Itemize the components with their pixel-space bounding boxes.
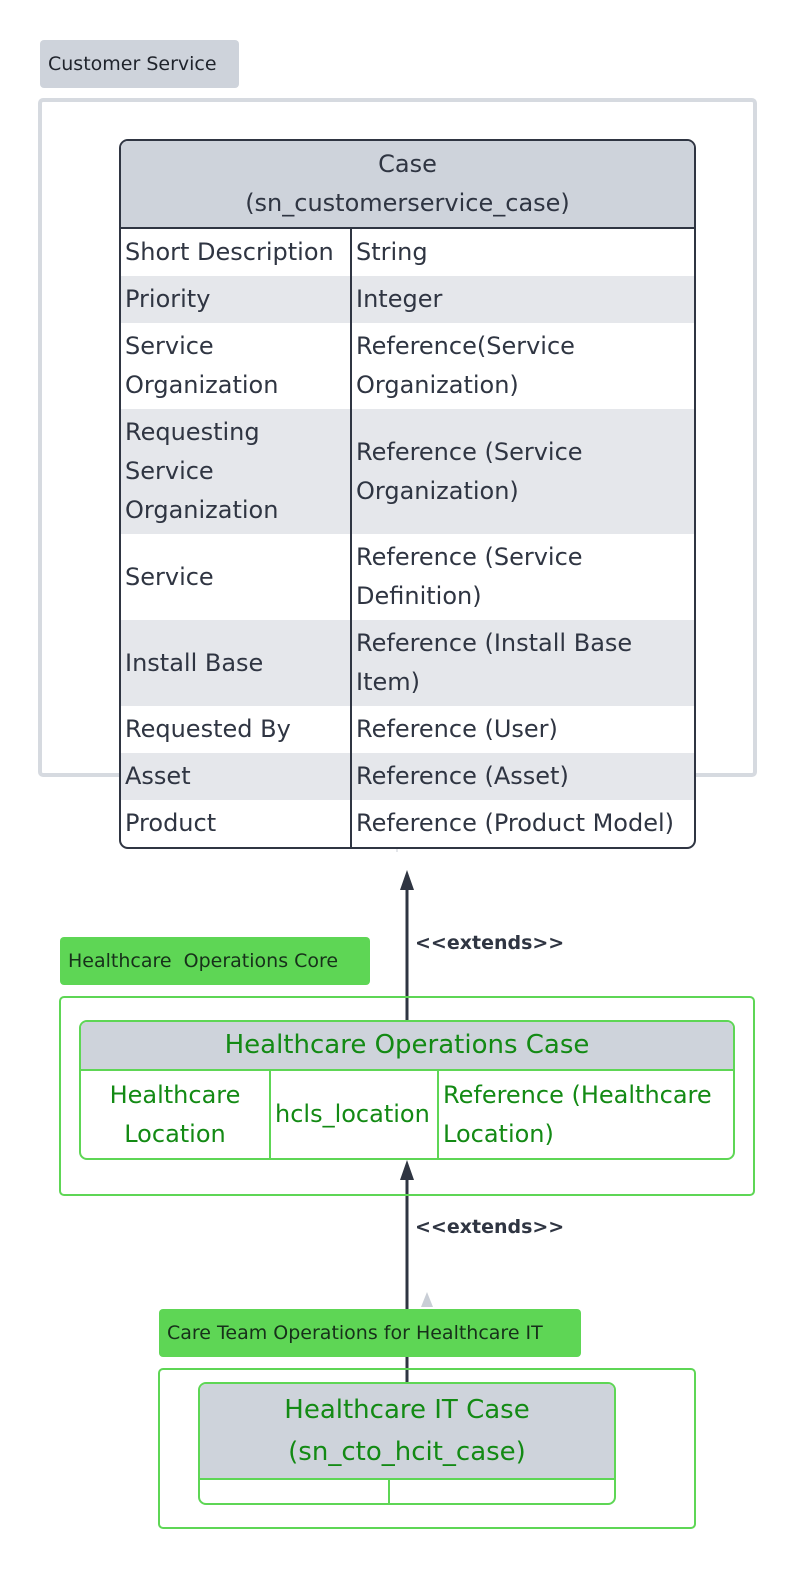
field-name: Asset [121, 753, 352, 800]
customer-service-package-label-text: Customer Service [48, 53, 217, 75]
healthcare-operations-case-title: Healthcare Operations Case [224, 1030, 590, 1060]
field-name: Product [121, 800, 352, 847]
field-type-text: Reference (Healthcare Location) [443, 1080, 712, 1148]
healthcare-it-case-table-name: (sn_cto_hcit_case) [288, 1437, 526, 1467]
field-name: Service [121, 534, 352, 620]
table-row: Asset Reference (Asset) [121, 753, 694, 800]
field-name: hcls_location [271, 1071, 439, 1158]
field-type: Reference(Service Organization) [356, 332, 575, 399]
case-entity-title: Case [378, 150, 437, 178]
field-name: Requested By [121, 706, 352, 753]
field-name-text: hcls_location [275, 1100, 430, 1128]
extends-arrowhead-2 [400, 1160, 414, 1180]
field-name: Priority [121, 276, 352, 323]
field-type: String [356, 238, 428, 266]
healthcare-operations-case-row: Healthcare Location hcls_location Refere… [81, 1071, 733, 1158]
healthcare-operations-case-entity[interactable]: Healthcare Operations Case Healthcare Lo… [79, 1020, 735, 1160]
table-row: Service Organization Reference(Service O… [121, 323, 694, 409]
table-row: Product Reference (Product Model) [121, 800, 694, 847]
healthcare-it-case-entity[interactable]: Healthcare IT Case (sn_cto_hcit_case) [198, 1382, 616, 1505]
field-label-text: Healthcare Location [109, 1080, 241, 1148]
healthcare-it-case-empty-row [200, 1480, 614, 1503]
column-divider [388, 1480, 390, 1503]
customer-service-package-label: Customer Service [40, 40, 239, 88]
faint-arrowhead [421, 1292, 433, 1307]
healthcare-ops-core-package-label-text: Healthcare Operations Core [68, 950, 339, 972]
field-type: Reference (Install Base Item) [351, 620, 694, 706]
care-team-ops-package-label: Care Team Operations for Healthcare IT [159, 1309, 581, 1357]
table-row: Requesting Service Organization Referenc… [121, 409, 694, 534]
field-type: Reference (User) [356, 715, 558, 743]
field-name: Install Base [121, 620, 352, 706]
field-type: Reference (Service Organization) [351, 409, 694, 534]
care-team-ops-package-frame [158, 1368, 696, 1529]
field-type: Reference (Healthcare Location) [439, 1071, 733, 1158]
healthcare-operations-case-header: Healthcare Operations Case [81, 1022, 733, 1071]
case-entity-table-name: (sn_customerservice_case) [245, 189, 570, 217]
field-name: Short Description [121, 228, 352, 276]
table-row: Priority Integer [121, 276, 694, 323]
field-type: Reference (Product Model) [356, 809, 675, 837]
field-name: Requesting Service Organization [121, 409, 352, 534]
extends-arrowhead-1 [400, 870, 414, 890]
healthcare-ops-core-package-label: Healthcare Operations Core [60, 937, 370, 985]
field-name: Service Organization [121, 323, 352, 409]
healthcare-it-case-title: Healthcare IT Case [284, 1395, 530, 1425]
healthcare-it-case-header: Healthcare IT Case (sn_cto_hcit_case) [200, 1384, 614, 1480]
case-entity-header: Case (sn_customerservice_case) [121, 141, 694, 229]
extends-label-1: <<extends>> [415, 932, 565, 954]
table-row: Service Reference (Service Definition) [121, 534, 694, 620]
extends-label-2: <<extends>> [415, 1216, 565, 1238]
field-type: Reference (Asset) [351, 753, 694, 800]
field-type: Reference (Service Definition) [356, 543, 583, 610]
table-row: Requested By Reference (User) [121, 706, 694, 753]
field-type: Integer [351, 276, 694, 323]
case-entity[interactable]: Case (sn_customerservice_case) Short Des… [119, 139, 696, 849]
field-label: Healthcare Location [81, 1071, 271, 1158]
healthcare-ops-core-package-frame [59, 996, 755, 1196]
table-row: Short Description String [121, 228, 694, 276]
care-team-ops-package-label-text: Care Team Operations for Healthcare IT [167, 1322, 543, 1344]
table-row: Install Base Reference (Install Base Ite… [121, 620, 694, 706]
